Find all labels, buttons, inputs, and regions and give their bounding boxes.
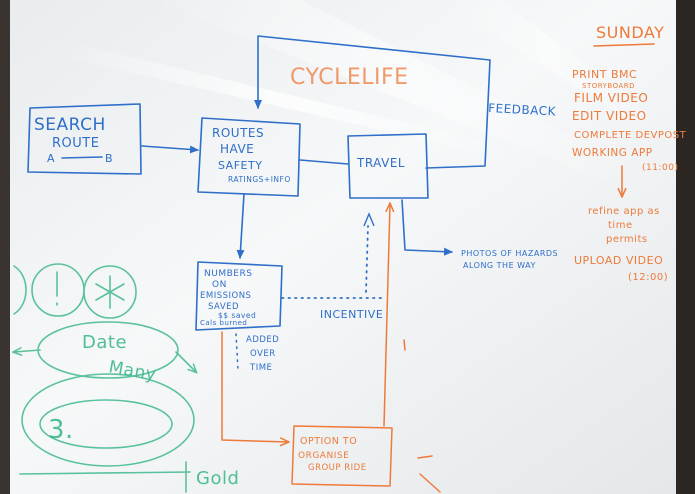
search-route-box — [27, 103, 142, 175]
routes-label: ROUTES — [212, 126, 264, 140]
routes-to-numbers-arrow — [236, 193, 245, 259]
sunday-item-2: STORYBOARD — [582, 82, 635, 90]
search-to-routes-arrow — [141, 145, 199, 154]
a-to-b-line — [61, 156, 103, 159]
travel-label: TRAVEL — [356, 156, 405, 170]
incentive-label: INCENTIVE — [320, 308, 383, 321]
have-label: HAVE — [220, 142, 254, 156]
numbers-line4: SAVED — [208, 302, 239, 312]
point-a-label: A — [47, 152, 55, 165]
option-line3: GROUP RIDE — [308, 463, 367, 473]
feedback-label: FEEDBACK — [488, 101, 557, 119]
travel-box — [347, 133, 429, 199]
orange-scribble-2 — [419, 473, 441, 493]
board-frame-left — [0, 0, 10, 494]
green-arrow-right — [175, 351, 196, 372]
sunday-item-1: PRINT BMC — [572, 68, 637, 81]
light-glare-2 — [150, 0, 640, 178]
added-line1: ADDED — [246, 335, 279, 345]
travel-to-photos-arrow — [401, 199, 453, 256]
light-glare — [60, 40, 520, 162]
ratings-info-label: RATINGS+INFO — [228, 175, 291, 184]
numbers-to-group-ride-arrow — [221, 331, 288, 442]
sunday-item-3: FILM VIDEO — [574, 91, 648, 105]
sunday-underline — [593, 43, 655, 47]
refine-line1: refine app as — [588, 206, 660, 217]
incentive-dotted-up — [365, 225, 369, 293]
light-glare-3 — [440, 0, 660, 128]
app-title: CYCLELIFE — [290, 65, 409, 90]
board-frame-right — [676, 0, 695, 494]
incentive-up-arrowhead — [363, 212, 375, 227]
numbers-line1: NUMBERS — [204, 269, 252, 279]
point-b-label: B — [105, 152, 113, 165]
asterisk-circle — [83, 265, 137, 319]
feedback-loop — [254, 35, 491, 169]
green-gold: Gold — [196, 468, 239, 489]
routes-box — [197, 117, 301, 197]
numbers-line5: $$ saved — [218, 311, 256, 320]
refine-line2: time — [608, 220, 633, 231]
numbers-line6: Cals burned — [200, 319, 247, 327]
three-oval — [21, 373, 195, 467]
photos-line2: ALONG THE WAY — [463, 261, 536, 270]
option-line1: OPTION TO — [300, 436, 357, 447]
refine-line3: permits — [606, 234, 648, 245]
sunday-title: SUNDAY — [596, 23, 664, 42]
added-line2: OVER — [250, 349, 276, 359]
added-dotted-mark — [235, 333, 239, 371]
orange-tick-mark — [403, 339, 406, 351]
green-date: Date — [82, 332, 127, 353]
route-label: ROUTE — [52, 136, 99, 151]
numbers-line2: ON — [212, 280, 227, 290]
asterisk-mark — [95, 275, 125, 309]
added-line3: TIME — [249, 363, 272, 373]
safety-label: SAFETY — [218, 159, 262, 172]
green-arrow-left — [14, 350, 41, 352]
sunday-item-4: EDIT VIDEO — [572, 109, 647, 123]
upload-time: (12:00) — [628, 272, 668, 283]
group-ride-to-travel-arrow — [383, 204, 390, 427]
sunday-item-7: (11:00) — [642, 163, 678, 173]
option-line2: ORGANISE — [298, 451, 349, 461]
group-ride-box — [291, 425, 393, 487]
photos-line1: PHOTOS OF HAZARDS — [461, 249, 558, 258]
orange-scribble — [417, 455, 433, 459]
routes-to-travel-line — [299, 159, 349, 165]
upload-video: UPLOAD VIDEO — [574, 254, 663, 267]
green-bottom-line — [19, 471, 191, 475]
search-label: SEARCH — [34, 115, 106, 135]
sunday-item-6: WORKING APP — [572, 147, 653, 159]
three-inner-oval — [39, 399, 173, 449]
partial-circle — [13, 265, 27, 315]
numbers-line3: EMISSIONS — [200, 291, 251, 301]
green-three: 3. — [48, 415, 74, 445]
sunday-item-5: COMPLETE DEVPOST — [574, 130, 687, 141]
numbers-box — [195, 261, 283, 331]
